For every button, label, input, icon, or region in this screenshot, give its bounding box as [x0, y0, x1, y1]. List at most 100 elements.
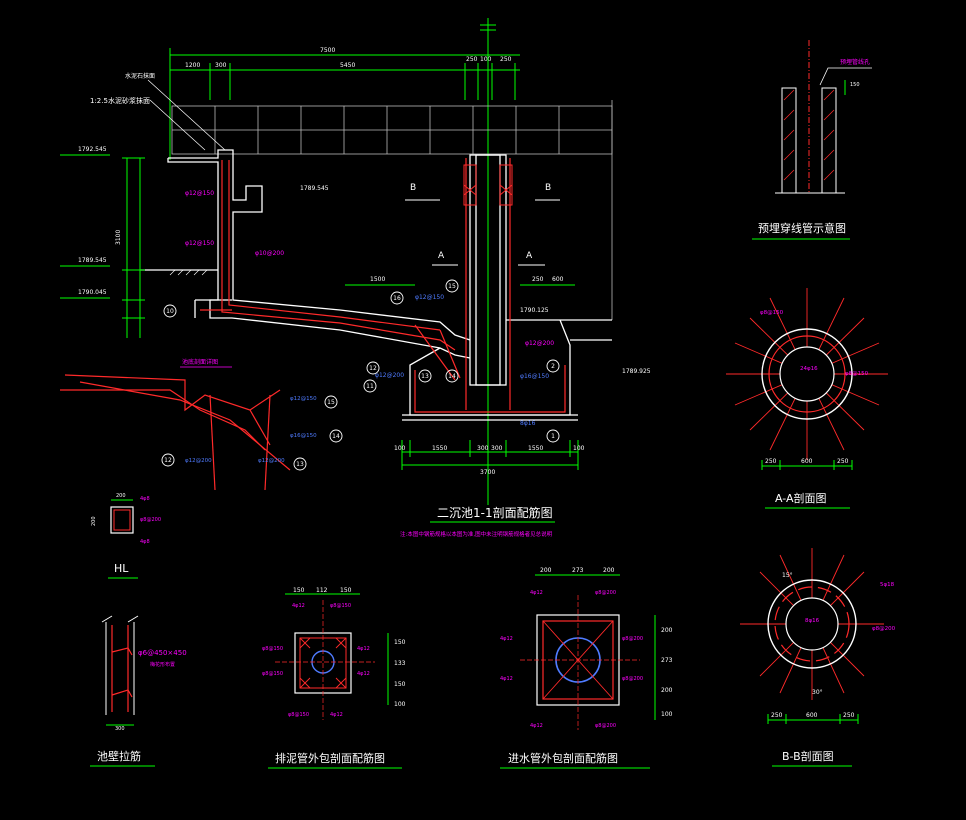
callout-number: 14 [448, 373, 456, 380]
sludge-label: φ8@150 [262, 671, 283, 677]
inlet-label: 4φ12 [500, 636, 513, 642]
sludge-pipe [311, 650, 335, 674]
elevation-2: 1789.545 [78, 257, 107, 264]
hl-detail: 200 200 4φ8 φ8@200 4φ8 HL [91, 493, 161, 579]
dim-part-6: 250 [500, 56, 512, 63]
rebar-label: φ12@200 [185, 458, 212, 464]
bb-dim-2: 600 [806, 712, 818, 719]
sludge-label: 4φ12 [330, 712, 343, 718]
aa-label-1: φ8@150 [760, 310, 784, 316]
inlet-dim-top-2: 273 [572, 567, 584, 574]
detail-labels: φ12@150 φ16@150 φ12@200 φ12@200 [185, 396, 317, 464]
callout-number: 1 [551, 433, 555, 440]
inlet-label: φ8@200 [595, 590, 616, 596]
dim-total: 7500 [320, 47, 335, 54]
aa-inner-circle [779, 346, 835, 402]
bb-dim-1: 250 [771, 712, 783, 719]
aa-title: A-A剖面图 [775, 491, 827, 505]
rebar-label: φ12@150 [185, 240, 214, 247]
aa-dim-2: 600 [801, 458, 813, 465]
callout-number: 13 [421, 373, 429, 380]
pipe-dim: 150 [850, 82, 860, 88]
rebar-label: φ12@150 [185, 190, 214, 197]
aa-label-3: 24φ16 [800, 366, 818, 372]
detail-circle-numbers: 15 14 12 13 [164, 399, 340, 468]
bb-label-3: 8φ16 [805, 618, 820, 624]
section-mark-b-right: B [545, 183, 551, 193]
dim-part-1: 1200 [185, 62, 200, 69]
bb-label-1: 5φ18 [880, 582, 895, 588]
sludge-dims [285, 593, 389, 705]
rebar-label: φ16@150 [520, 373, 549, 380]
dim-part-4: 250 [466, 56, 478, 63]
sludge-label: φ8@150 [330, 603, 351, 609]
main-section: 7500 1200 300 5450 250 100 250 [60, 18, 651, 538]
elevation-6: 1789.545 [300, 185, 329, 192]
rebar-label: φ12@150 [415, 294, 444, 301]
aa-section: 250 600 250 φ8@150 φ8@150 24φ16 A-A剖面图 [726, 288, 888, 509]
callout-circles [163, 279, 560, 443]
elevation-5: 1789.925 [622, 368, 651, 375]
wall-tie-title: 池壁拉筋 [97, 749, 141, 763]
callout-number: 14 [332, 433, 340, 440]
ground-hatch [169, 269, 208, 276]
rebar-label: 8φ16 [520, 420, 536, 427]
dim-bottom-part-3: 300 [477, 445, 489, 452]
section-mark-b-left: B [410, 183, 416, 193]
dim-bottom-part-5: 1550 [528, 445, 543, 452]
bb-dims [767, 714, 859, 724]
aa-rebar-ring [768, 335, 846, 413]
rebar-label: φ12@200 [525, 340, 554, 347]
sludge-dim-top-2: 112 [316, 587, 328, 594]
dim-part-3: 5450 [340, 62, 355, 69]
hl-label-3: 4φ8 [140, 539, 150, 545]
main-title: 二沉池1-1剖面配筋图 [437, 505, 553, 520]
bb-label-2: φ8@200 [872, 626, 896, 632]
bottom-dims [401, 440, 579, 470]
main-note: 注:本图中钢筋规格以本图为准,图中未注明钢筋规格者见总说明 [400, 530, 553, 538]
elevation-3: 1790.045 [78, 289, 107, 296]
aa-outer-circle [761, 328, 853, 420]
sludge-label: 4φ12 [292, 603, 305, 609]
callout-number: 2 [551, 363, 555, 370]
hl-outline [110, 506, 134, 534]
inlet-label: 4φ12 [530, 723, 543, 729]
aa-dim-3: 250 [837, 458, 849, 465]
note-leaders [147, 79, 226, 151]
bb-rebar-ring [774, 586, 850, 662]
sludge-label: 4φ12 [357, 671, 370, 677]
wall-tie-label-2: 梅花形布置 [150, 661, 175, 668]
wall-tie-dim: 300 [115, 726, 125, 732]
sludge-dim-side-1: 150 [394, 639, 406, 646]
inlet-dim-side-1: 200 [661, 627, 673, 634]
column-boxes [463, 164, 513, 206]
inlet-title: 进水管外包剖面配筋图 [508, 751, 618, 765]
dim-part-5: 100 [480, 56, 492, 63]
bb-section: 250 600 250 15° 30° 5φ18 φ8@200 8φ16 B-B… [740, 548, 896, 767]
rebar-label: φ12@200 [375, 372, 404, 379]
callout-number: 13 [296, 461, 304, 468]
callout-number: 10 [166, 308, 174, 315]
hl-dim-1: 200 [116, 493, 126, 499]
callout-number: 11 [366, 383, 374, 390]
rebar-label: φ12@200 [258, 458, 285, 464]
sludge-label: φ8@150 [288, 712, 309, 718]
sludge-dim-top-3: 150 [340, 587, 352, 594]
elevation-1: 1792.545 [78, 146, 107, 153]
inlet-labels: 4φ12 φ8@200 4φ12 φ8@200 4φ12 φ8@200 4φ12… [500, 590, 643, 729]
detail-title: 池底剖面详图 [182, 358, 218, 366]
dim-slope-c: 600 [552, 276, 564, 283]
inlet-dim-bottom: 100 [661, 711, 673, 718]
left-dimension [60, 154, 145, 338]
hl-label-2: φ8@200 [140, 517, 161, 523]
sludge-pipe-detail: 150 112 150 150 133 150 100 4φ12 φ8@150 … [262, 587, 406, 769]
rebar-labels: φ12@150 φ12@150 φ10@200 φ12@200 [185, 190, 554, 347]
rebar-label: φ12@150 [290, 396, 317, 402]
elevation-4: 1790.125 [520, 307, 549, 314]
pipe-title: 预埋穿线管示意图 [758, 221, 846, 235]
wall-outline [140, 149, 612, 421]
sludge-dim-bottom: 100 [394, 701, 406, 708]
bb-inner-circle [785, 597, 839, 651]
dim-bottom-total: 3700 [480, 469, 495, 476]
